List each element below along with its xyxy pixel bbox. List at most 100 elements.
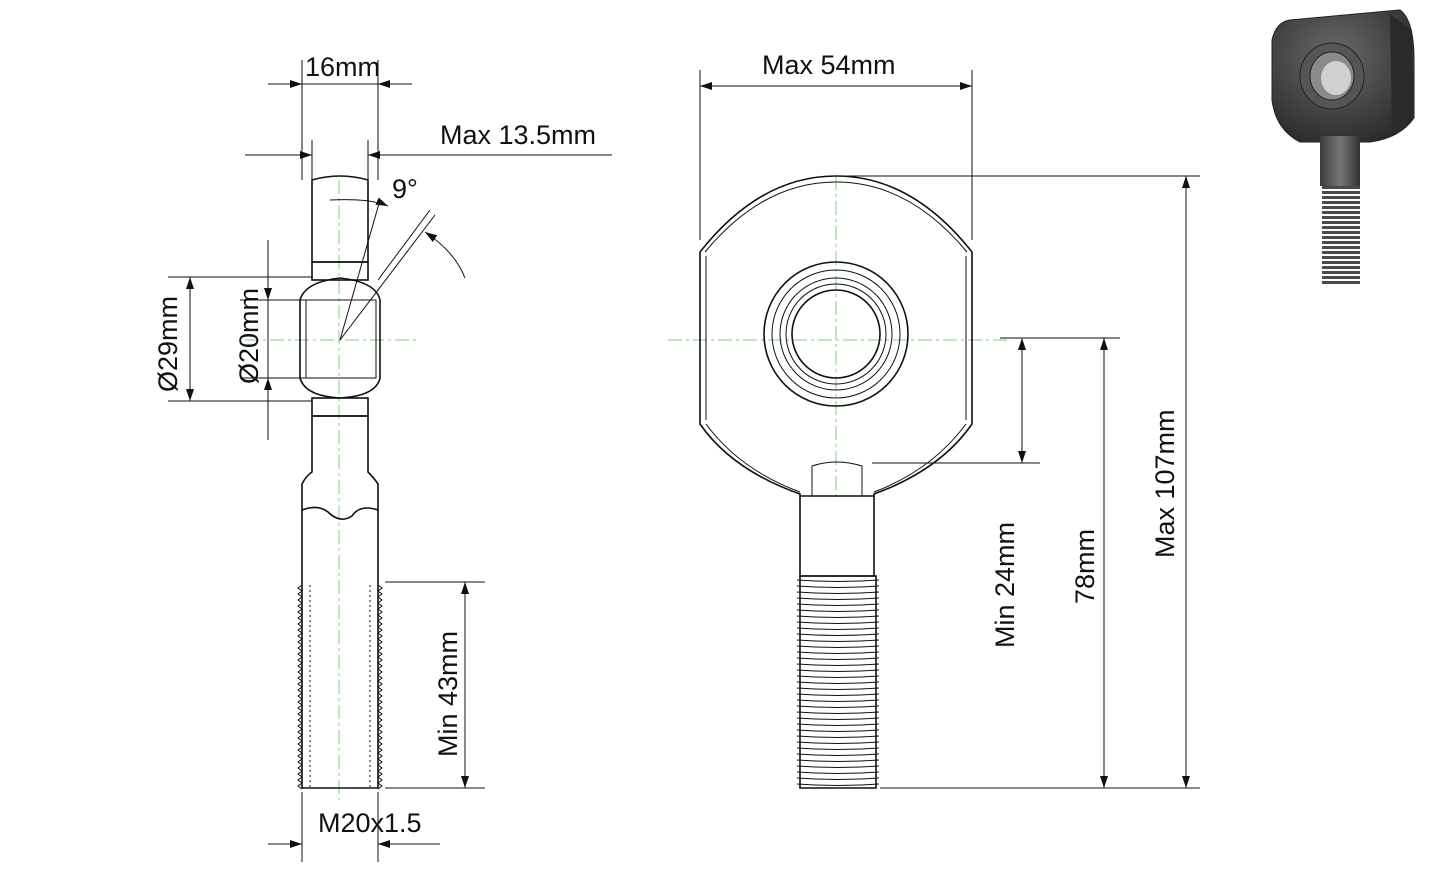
front-thread-band [796,747,880,750]
front-thread-band [796,663,880,666]
render-thread-band [1322,226,1360,229]
neck-notch [811,461,863,496]
front-thread-band [796,735,880,738]
max-width-label: Max 13.5mm [440,120,596,150]
front-thread-band [796,771,880,774]
thread-label: M20x1.5 [318,808,422,838]
front-thread-band [796,597,880,600]
front-thread-band [796,627,880,630]
front-thread-band [796,639,880,642]
thread-profile-right [377,584,383,790]
front-thread-teeth [796,575,880,789]
render-threads [1322,186,1360,284]
render-thread-band [1322,246,1360,249]
front-shank [799,496,875,577]
ring-2 [771,269,901,399]
shank-outline [301,510,379,789]
front-thread-band [796,687,880,690]
center-length-label: 78mm [1070,529,1100,604]
front-thread-band [796,705,880,708]
neck-section [301,415,379,520]
head-width-label: Max 54mm [762,50,896,80]
render-thread-band [1322,236,1360,239]
front-thread-band [796,765,880,768]
front-thread-band [796,741,880,744]
outer-diameter-label: Ø29mm [153,296,183,392]
front-thread-band [796,777,880,780]
side-thread-teeth [297,584,383,790]
upper-bushing [311,261,369,281]
front-thread-band [796,723,880,726]
render-thread-band [1322,281,1360,284]
ring-3 [779,277,893,391]
render-shank [1320,136,1360,186]
front-thread-band [796,579,880,582]
min-length-label: Min 24mm [990,522,1020,648]
outer-ring [763,261,909,407]
render-thread-band [1322,221,1360,224]
head-outline [699,175,973,497]
front-thread-band [796,621,880,624]
front-thread-band [796,657,880,660]
front-thread-band [796,729,880,732]
render-thread-band [1322,256,1360,259]
front-thread-band [796,645,880,648]
ball [299,277,381,399]
ring-4 [785,283,887,385]
lower-bushing [311,397,369,417]
render-thread-band [1322,201,1360,204]
angle-label: 9° [392,174,418,204]
render-thread-band [1322,261,1360,264]
overall-length-label: Max 107mm [1150,409,1180,558]
front-thread-band [796,651,880,654]
front-view: Max 54mm Min 24mm 78mm Max 107mm [668,50,1200,789]
render-thread-band [1322,251,1360,254]
head-chamfer-bottom-left [705,423,801,493]
render-thread-band [1322,206,1360,209]
front-thread-band [796,717,880,720]
rod-end-3d-render [1271,9,1415,284]
render-head-side [1390,14,1414,128]
render-thread-band [1322,266,1360,269]
render-thread-band [1322,196,1360,199]
render-thread-band [1322,186,1360,189]
head-chamfer-bottom-right [873,423,967,493]
front-thread-band [796,603,880,606]
render-thread-band [1322,271,1360,274]
front-thread-band [796,693,880,696]
render-thread-band [1322,276,1360,279]
side-view: 9° 16mm Max 13.5mm Ø29mm Ø20mm Min [153,52,612,862]
front-thread-band [796,783,880,786]
render-thread-band [1322,211,1360,214]
front-thread-band [796,609,880,612]
thread-profile-left [297,584,303,790]
front-thread-band [796,681,880,684]
angle-ray-1 [339,199,381,341]
angle-ext-line [377,209,431,281]
render-bore-inner [1321,61,1351,95]
head-chamfer-top [704,181,968,253]
front-thread-band [796,633,880,636]
front-thread-band [796,675,880,678]
front-thread-band [796,699,880,702]
render-thread-band [1322,241,1360,244]
front-thread-band [796,759,880,762]
bore-diameter-label: Ø20mm [234,288,264,384]
thread-length-label: Min 43mm [433,631,463,757]
render-thread-band [1322,191,1360,194]
front-thread-band [796,753,880,756]
front-thread-band [796,585,880,588]
head-upper-section [311,175,369,263]
angle-arrow-2 [424,231,466,279]
render-thread-band [1322,216,1360,219]
front-thread-band [796,591,880,594]
front-thread-band [796,711,880,714]
ball-bore [305,299,377,379]
render-thread-band [1322,231,1360,234]
front-thread-band [796,615,880,618]
bore-circle [791,289,881,379]
front-thread-band [796,669,880,672]
angle-ray-2 [339,214,436,341]
width-label: 16mm [305,52,380,82]
